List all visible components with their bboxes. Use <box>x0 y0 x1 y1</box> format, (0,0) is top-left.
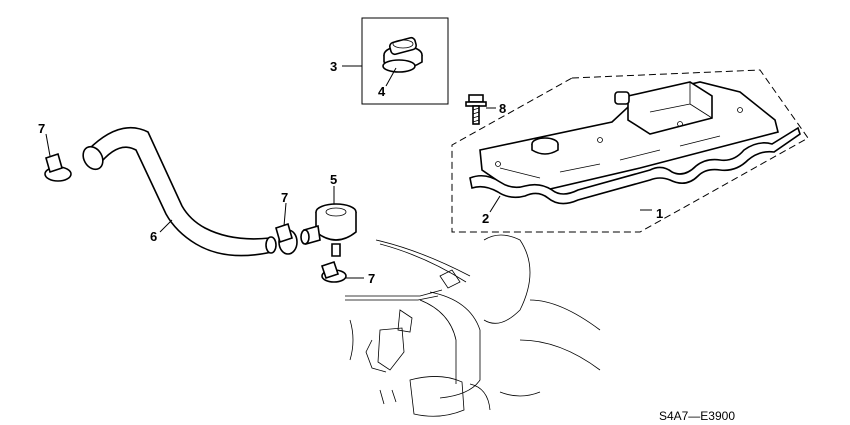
pcv-chamber[interactable] <box>300 203 357 257</box>
leader-6 <box>159 219 173 233</box>
cover-bolt[interactable] <box>465 94 487 125</box>
leader-2 <box>489 195 501 213</box>
diagram-code: S4A7—E3900 <box>659 409 735 423</box>
leader-7a <box>45 133 51 157</box>
callout-1: 1 <box>656 206 663 221</box>
callout-6: 6 <box>150 229 157 244</box>
breather-hose[interactable] <box>79 126 277 257</box>
hose-clamp-lower[interactable] <box>320 260 347 283</box>
callout-8: 8 <box>499 101 506 116</box>
callout-3: 3 <box>330 59 337 74</box>
leader-4 <box>385 67 397 87</box>
cover-dashed-box <box>451 69 809 233</box>
callout-7b: 7 <box>281 190 288 205</box>
engine-context-illustration <box>345 234 601 417</box>
hose-clamp-middle[interactable] <box>275 222 298 255</box>
cap-o-ring[interactable] <box>382 59 416 73</box>
callout-4: 4 <box>378 84 386 99</box>
cylinder-head-cover[interactable] <box>479 81 779 197</box>
callout-7a: 7 <box>38 121 45 136</box>
callout-5: 5 <box>330 172 337 187</box>
oil-filler-cap-group: 4 3 <box>330 17 449 105</box>
leader-7b <box>283 202 287 227</box>
hose-clamp-upper-left[interactable] <box>44 152 72 182</box>
callout-2: 2 <box>482 211 489 226</box>
cap-group-box <box>361 17 449 105</box>
callout-7c: 7 <box>368 271 375 286</box>
head-cover-gasket[interactable] <box>469 126 801 205</box>
head-cover-group: 2 1 <box>451 69 809 233</box>
